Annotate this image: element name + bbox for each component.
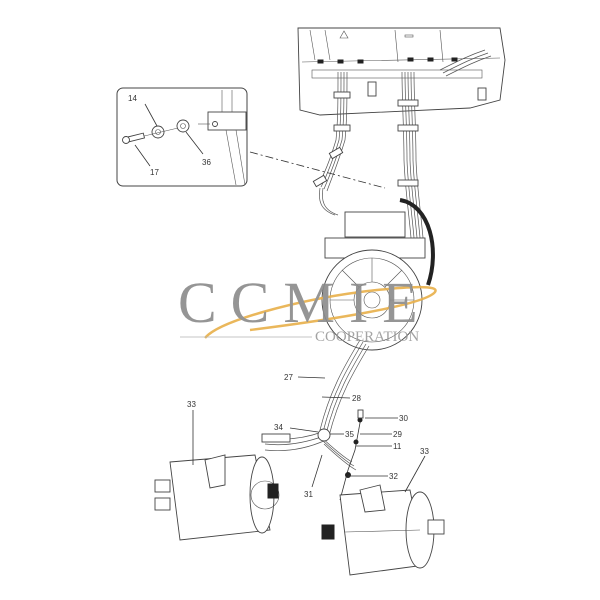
callout-17: 17: [150, 168, 159, 177]
callout-32: 32: [389, 472, 398, 481]
callout-36: 36: [202, 158, 211, 167]
callouts: 27 28 30 34 35 29 11 32 31 33 33: [187, 373, 429, 499]
callout-33-right: 33: [420, 447, 429, 456]
watermark: CCMIE COOPERATION: [178, 270, 437, 345]
center-motor: [321, 198, 435, 351]
callout-28: 28: [352, 394, 361, 403]
callout-11: 11: [393, 442, 402, 451]
callout-35: 35: [345, 430, 354, 439]
callout-33-left: 33: [187, 400, 196, 409]
motor-left: [154, 454, 280, 541]
callout-27: 27: [284, 373, 293, 382]
watermark-swoosh: [204, 285, 437, 339]
motor-right: [321, 484, 445, 576]
cable-harness-upper: [312, 49, 492, 251]
watermark-logo-text: CCMIE: [178, 270, 432, 335]
callout-leaders: [192, 376, 426, 493]
callout-34: 34: [274, 423, 283, 432]
leader-dashdot: [249, 151, 386, 189]
callout-31: 31: [304, 490, 313, 499]
detail-inset: 14 17 36: [116, 87, 248, 187]
callout-14: 14: [128, 94, 137, 103]
watermark-subtitle: COOPERATION: [315, 329, 419, 345]
callout-29: 29: [393, 430, 402, 439]
cable-harness-lower: [261, 339, 370, 501]
callout-30: 30: [399, 414, 408, 423]
